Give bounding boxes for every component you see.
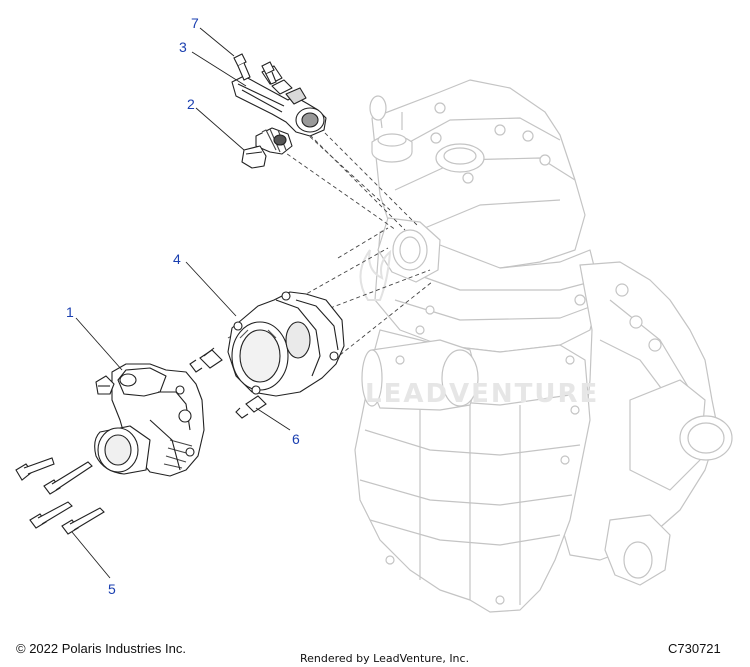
throttle-body[interactable]: [94, 363, 205, 477]
rendered-by-text: Rendered by LeadVenture, Inc.: [300, 652, 470, 665]
callout-4[interactable]: 4: [173, 251, 181, 267]
diagram-code: C730721: [668, 641, 721, 656]
callout-3[interactable]: 3: [179, 39, 187, 55]
bolt-5[interactable]: [15, 457, 105, 535]
callout-2[interactable]: 2: [187, 96, 195, 112]
bolt-6[interactable]: [189, 347, 267, 419]
callout-5[interactable]: 5: [108, 581, 116, 597]
leader-lines: [71, 27, 291, 579]
callout-6[interactable]: 6: [292, 431, 300, 447]
throttle-body-adapter[interactable]: [227, 291, 345, 397]
callout-7[interactable]: 7: [191, 15, 199, 31]
copyright-text: © 2022 Polaris Industries Inc.: [16, 641, 186, 656]
watermark-flame-icon: [359, 249, 392, 301]
bolt-7[interactable]: [233, 53, 277, 85]
watermark: LEADVENTURE: [365, 379, 599, 409]
callout-1[interactable]: 1: [66, 304, 74, 320]
fuel-injector[interactable]: [241, 127, 293, 169]
engine-block: [354, 79, 733, 613]
